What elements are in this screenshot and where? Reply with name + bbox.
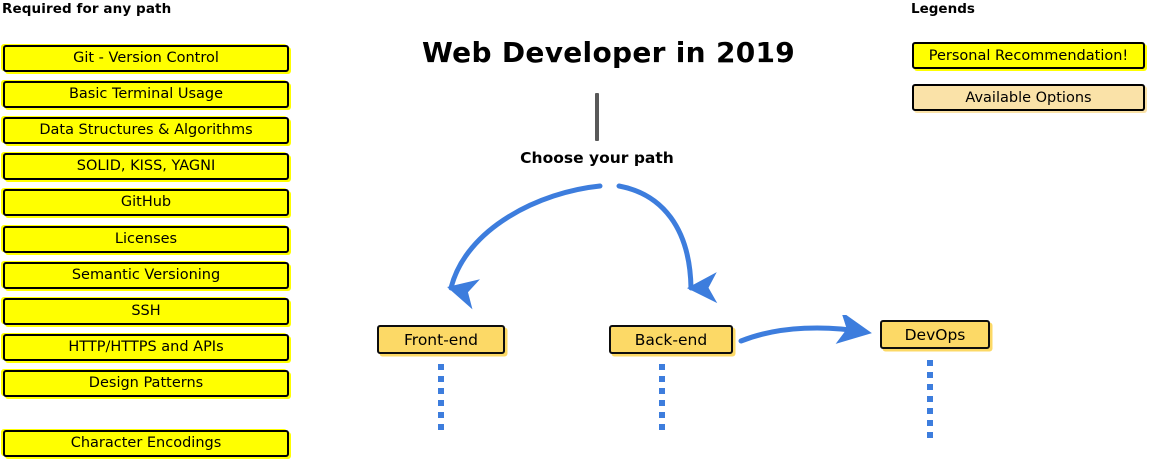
legend-available-options: Available Options bbox=[912, 84, 1145, 111]
path-box-devops[interactable]: DevOps bbox=[880, 320, 990, 349]
required-skills-column: Required for any path Git - Version Cont… bbox=[0, 0, 300, 460]
required-item-licenses[interactable]: Licenses bbox=[3, 226, 289, 253]
required-item-http-https-apis[interactable]: HTTP/HTTPS and APIs bbox=[3, 334, 289, 361]
required-item-github[interactable]: GitHub bbox=[3, 189, 289, 216]
required-item-semantic-versioning[interactable]: Semantic Versioning bbox=[3, 262, 289, 289]
required-item-data-structures[interactable]: Data Structures & Algorithms bbox=[3, 117, 289, 144]
path-split-arrows bbox=[447, 183, 718, 310]
required-skills-heading: Required for any path bbox=[2, 1, 172, 17]
path-box-back-end[interactable]: Back-end bbox=[609, 325, 733, 354]
page-title: Web Developer in 2019 bbox=[422, 36, 796, 69]
dotted-trail-devops bbox=[927, 360, 933, 444]
title-stem-line bbox=[595, 93, 599, 141]
legends-heading: Legends bbox=[911, 1, 975, 17]
required-item-solid-kiss-yagni[interactable]: SOLID, KISS, YAGNI bbox=[3, 153, 289, 180]
required-item-character-encodings[interactable]: Character Encodings bbox=[3, 430, 289, 457]
choose-your-path-label: Choose your path bbox=[520, 149, 674, 167]
dotted-trail-back-end bbox=[659, 364, 665, 436]
back-end-to-devops-arrow bbox=[738, 315, 872, 344]
dotted-trail-front-end bbox=[438, 364, 444, 436]
required-item-ssh[interactable]: SSH bbox=[3, 298, 289, 325]
legend-personal-recommendation: Personal Recommendation! bbox=[912, 42, 1145, 69]
legends-column: Legends Personal Recommendation! Availab… bbox=[908, 0, 1149, 130]
path-box-front-end[interactable]: Front-end bbox=[377, 325, 505, 354]
required-item-git[interactable]: Git - Version Control bbox=[3, 45, 289, 72]
required-item-design-patterns[interactable]: Design Patterns bbox=[3, 370, 289, 397]
required-item-terminal[interactable]: Basic Terminal Usage bbox=[3, 81, 289, 108]
